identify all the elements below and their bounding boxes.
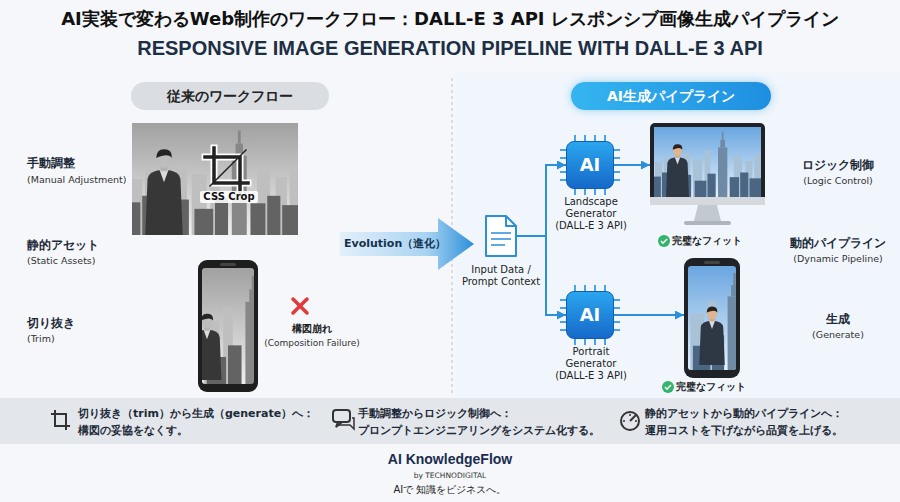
phone-display-text: 完璧なフィット bbox=[676, 381, 746, 393]
summary-band-text: 手動調整からロジック制御へ： bbox=[358, 407, 512, 420]
crop-icon bbox=[205, 148, 248, 192]
flow-connector bbox=[614, 164, 650, 166]
monitor-display-text: 完璧なフィット bbox=[672, 235, 742, 247]
monitor-illustration bbox=[654, 127, 761, 197]
subtitle-text: RESPONSIVE IMAGE GENERATION PIPELINE WIT… bbox=[137, 36, 763, 60]
document-icon bbox=[486, 216, 516, 256]
ai-generator-chip: AILandscape Generator (DALL-E 3 API) bbox=[566, 141, 614, 189]
summary-band-text: 運用コストを下げながら品質を上げる。 bbox=[645, 424, 843, 437]
band-icons bbox=[623, 414, 637, 421]
check-icon bbox=[665, 385, 671, 389]
phone-static bbox=[220, 263, 236, 266]
monitor-illustration bbox=[694, 205, 721, 221]
side-label: 生成 bbox=[826, 312, 850, 326]
monitor-illustration bbox=[654, 127, 761, 197]
summary-band-ground bbox=[0, 398, 900, 444]
side-label-en: (Generate) bbox=[812, 329, 864, 340]
static-photo bbox=[122, 123, 309, 235]
phone-illustration bbox=[688, 266, 736, 370]
ai-generator-chip-text: AI bbox=[567, 292, 613, 338]
side-label: 静的アセット bbox=[27, 238, 99, 252]
failure-label-en: (Composition Failure) bbox=[264, 338, 360, 349]
phone-static bbox=[202, 314, 221, 380]
side-label: 手動調整 bbox=[27, 156, 75, 170]
band-icons bbox=[333, 410, 350, 422]
brand-name: AI KnowledgeFlow bbox=[388, 451, 512, 468]
side-label-en: (Logic Control) bbox=[803, 175, 873, 186]
failure-cross bbox=[293, 299, 307, 313]
phone-illustration bbox=[625, 258, 798, 378]
document-icon bbox=[506, 216, 516, 226]
monitor-display: 完璧なフィット bbox=[650, 123, 765, 205]
monitor-illustration bbox=[650, 197, 765, 205]
flow-connector bbox=[614, 314, 684, 316]
check-icon bbox=[662, 381, 674, 393]
crop-icon bbox=[205, 148, 248, 192]
document-icon bbox=[491, 233, 511, 245]
phone-static bbox=[202, 268, 254, 384]
ai-generator-chip-text: AI bbox=[567, 142, 613, 188]
summary-band-text: 構図の妥協をなくす。 bbox=[78, 424, 188, 437]
evolution-label: Evolution（進化） bbox=[344, 237, 446, 250]
side-label-en: (Manual Adjustment) bbox=[27, 174, 127, 185]
failure-cross bbox=[293, 299, 307, 313]
ai-panel-ground bbox=[455, 72, 900, 398]
band-icons bbox=[339, 418, 354, 429]
side-label-en: (Static Assets) bbox=[27, 255, 96, 266]
evolution-arrow bbox=[340, 218, 474, 270]
chip-pins bbox=[560, 135, 620, 195]
phone-illustration bbox=[704, 261, 720, 264]
static-photo bbox=[122, 123, 309, 235]
band-icons bbox=[51, 410, 70, 430]
monitor-illustration bbox=[684, 221, 731, 225]
summary-band-text: 切り抜き（trim）から生成（generate）へ： bbox=[78, 407, 314, 420]
title-text: AI実装で変わるWeb制作のワークフロー：DALL-E 3 API レスポンシブ… bbox=[61, 8, 839, 30]
phone-illustration bbox=[688, 266, 736, 370]
phone-static bbox=[202, 268, 254, 384]
header-pill-text: 従来のワークフロー bbox=[167, 88, 293, 105]
failure-label: 構図崩れ bbox=[292, 323, 332, 335]
crop-icon bbox=[205, 148, 248, 192]
crop-icon bbox=[210, 150, 246, 186]
brand-tagline: AIで 知識をビジネスへ。 bbox=[394, 484, 507, 496]
header-pill: 従来のワークフロー bbox=[131, 82, 329, 110]
failure-cross bbox=[293, 299, 307, 313]
header-pill-text: AI生成パイプライン bbox=[607, 88, 735, 105]
ai-generator-chip-text: Portrait Generator (DALL-E 3 API) bbox=[551, 346, 631, 382]
input-doc-text: Input Data / Prompt Context bbox=[461, 264, 541, 288]
phone-illustration bbox=[699, 307, 725, 366]
input-doc: Input Data / Prompt Context bbox=[486, 216, 516, 256]
side-label-en: (Trim) bbox=[27, 333, 55, 344]
summary-band-text: プロンプトエンジニアリングをシステム化する。 bbox=[358, 424, 600, 437]
summary-band-text: 静的アセットから動的パイプラインへ： bbox=[645, 407, 843, 420]
side-label: 動的パイプライン bbox=[790, 236, 886, 250]
document-icon bbox=[486, 216, 516, 256]
chip-pins bbox=[560, 135, 620, 345]
header-pill: AI生成パイプライン bbox=[571, 82, 771, 110]
band-icons bbox=[621, 412, 639, 430]
flow-connector bbox=[516, 236, 566, 315]
monitor-illustration bbox=[650, 123, 765, 205]
ai-generator-chip: AIPortrait Generator (DALL-E 3 API) bbox=[566, 291, 614, 339]
check-icon bbox=[658, 235, 670, 247]
phone-display: 完璧なフィット bbox=[684, 258, 740, 378]
crop-caption: CSS Crop bbox=[200, 191, 257, 203]
band-icons bbox=[630, 415, 636, 421]
ai-generator-chip-text: Landscape Generator (DALL-E 3 API) bbox=[551, 196, 631, 232]
phone-static bbox=[202, 268, 254, 384]
chip-pins bbox=[560, 285, 620, 345]
monitor-illustration bbox=[666, 144, 689, 197]
summary-band: 切り抜き（trim）から生成（generate）へ： 構図の妥協をなくす。 手動調整… bbox=[0, 400, 900, 444]
side-label: 切り抜き bbox=[27, 316, 75, 330]
monitor-illustration bbox=[649, 123, 766, 225]
static-photo bbox=[145, 149, 182, 235]
check-icon bbox=[661, 239, 667, 243]
side-label-en: (Dynamic Pipeline) bbox=[793, 253, 883, 264]
side-label: ロジック制御 bbox=[802, 158, 874, 172]
brand-byline: by TECHNODIGITAL bbox=[414, 471, 487, 480]
